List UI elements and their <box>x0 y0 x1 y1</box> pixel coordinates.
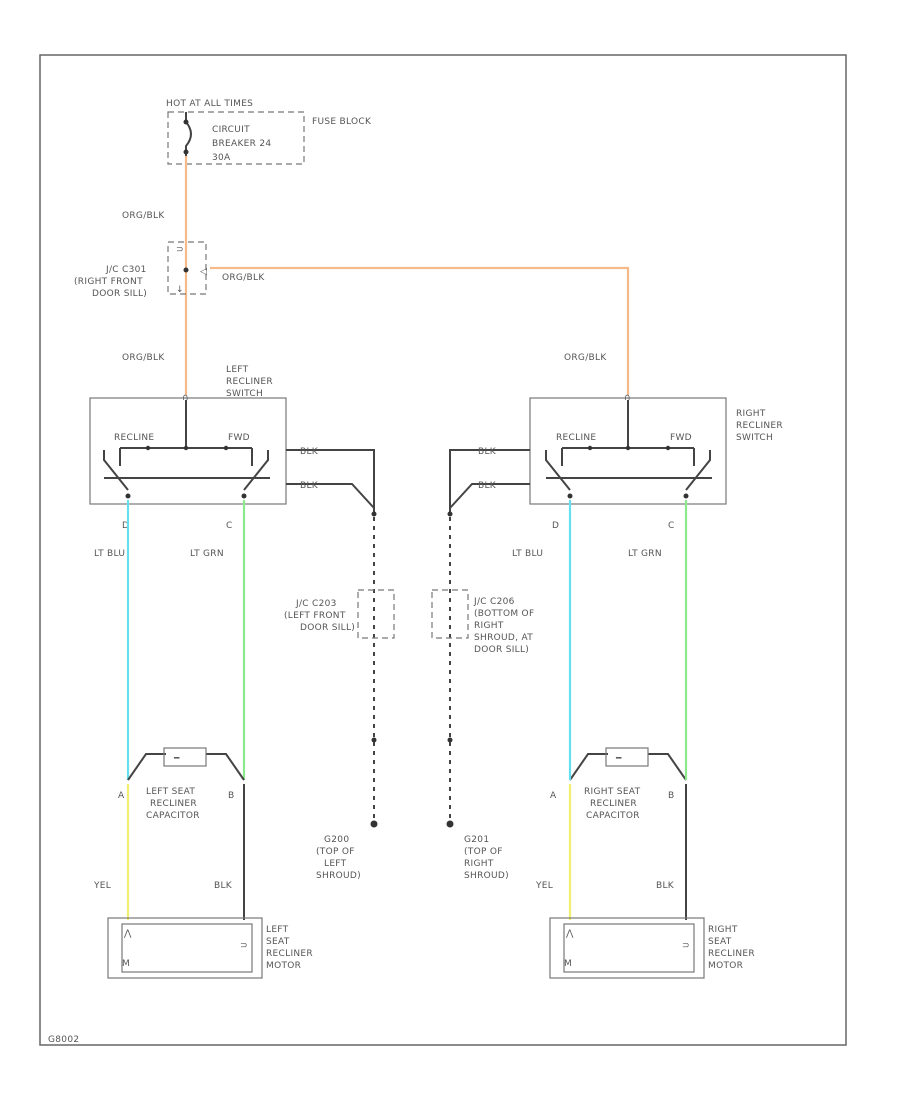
right-motor-label-3: RECLINER <box>708 949 755 959</box>
g200-label-2: (TOP OF <box>316 847 355 857</box>
left-lt-grn-label: LT GRN <box>190 549 224 559</box>
right-cap-pin-b: B <box>668 791 674 801</box>
diagram-frame <box>39 54 847 1046</box>
right-pin-d-label: D <box>552 521 559 531</box>
right-seat-recliner-motor <box>549 917 705 979</box>
right-lt-blu-label: LT BLU <box>512 549 543 559</box>
jc-left-front-outline <box>357 589 395 639</box>
left-capacitor-symbol <box>163 747 207 767</box>
hot-at-all-times-label: HOT AT ALL TIMES <box>166 99 253 109</box>
g201-label-4: SHROUD) <box>464 871 509 881</box>
left-switch-label-3: SWITCH <box>226 389 263 399</box>
svg-text:⊃: ⊃ <box>240 941 248 951</box>
jc-right-front-outline <box>167 241 207 295</box>
right-cap-pin-a: A <box>550 791 557 801</box>
right-switch-label-3: SWITCH <box>736 433 773 443</box>
left-switch-recline-label: RECLINE <box>114 433 154 443</box>
g200-label-4: SHROUD) <box>316 871 361 881</box>
right-motor-blk-label: BLK <box>656 881 675 891</box>
right-capacitor-label-3: CAPACITOR <box>586 811 640 821</box>
left-motor-label-1: LEFT <box>266 925 289 935</box>
svg-text:⊃: ⊃ <box>682 941 690 951</box>
org-blk-wire-cross <box>210 266 630 395</box>
g200-label-3: LEFT <box>324 859 347 869</box>
right-capacitor-label-2: RECLINER <box>590 799 637 809</box>
left-yel-label: YEL <box>93 881 111 891</box>
fuse-block-outline <box>167 111 305 165</box>
jc-right-front-label-2: (RIGHT FRONT <box>74 277 143 287</box>
left-cap-pin-b: B <box>228 791 234 801</box>
org-blk-label-horizontal: ORG/BLK <box>222 273 265 283</box>
svg-text:⊃: ⊃ <box>176 245 184 255</box>
right-switch-label-1: RIGHT <box>736 409 766 419</box>
splice-node-c301 <box>183 267 189 273</box>
left-switch-blk-label-1: BLK <box>300 447 319 457</box>
left-switch-label-1: LEFT <box>226 365 249 375</box>
right-capacitor-label-1: RIGHT SEAT <box>584 787 641 797</box>
left-motor-m: M <box>122 959 130 969</box>
right-yel-label: YEL <box>535 881 553 891</box>
left-switch-label-2: RECLINER <box>226 377 273 387</box>
g201-label-3: RIGHT <box>464 859 494 869</box>
left-switch-fwd-label: FWD <box>228 433 250 443</box>
svg-text:↓: ↓ <box>176 285 184 295</box>
right-lt-grn-label: LT GRN <box>628 549 662 559</box>
jc-bottom-right-label-5: DOOR SILL) <box>474 645 529 655</box>
left-motor-label-3: RECLINER <box>266 949 313 959</box>
jc-left-front-label-2: (LEFT FRONT <box>284 611 346 621</box>
svg-text:⋀: ⋀ <box>565 929 574 939</box>
circuit-breaker-symbol <box>185 112 192 156</box>
left-capacitor-label-1: LEFT SEAT <box>146 787 195 797</box>
jc-bottom-right-outline <box>431 589 469 639</box>
left-pin-d-label: D <box>122 521 129 531</box>
svg-text:∩: ∩ <box>182 393 189 403</box>
right-motor-m: M <box>564 959 572 969</box>
circuit-breaker-label-3: 30A <box>212 153 231 163</box>
svg-text:∩: ∩ <box>624 393 631 403</box>
right-pin-c-label: C <box>668 521 675 531</box>
right-motor-label-1: RIGHT <box>708 925 738 935</box>
jc-right-front-label-1: J/C C301 <box>105 265 147 275</box>
jc-left-front-label-3: DOOR SILL) <box>300 623 355 633</box>
left-seat-recliner-motor <box>107 917 263 979</box>
left-switch-blk-label-2: BLK <box>300 481 319 491</box>
left-motor-label-4: MOTOR <box>266 961 301 971</box>
left-cap-pin-a: A <box>118 791 125 801</box>
right-switch-blk-label-1: BLK <box>478 447 497 457</box>
right-switch-blk-label-2: BLK <box>478 481 497 491</box>
footer-code: G8002 <box>48 1035 79 1045</box>
g200-label-1: G200 <box>324 835 349 845</box>
org-blk-label-right: ORG/BLK <box>564 353 607 363</box>
circuit-breaker-label-2: BREAKER 24 <box>212 139 271 149</box>
left-motor-label-2: SEAT <box>266 937 290 947</box>
right-switch-recline-label: RECLINE <box>556 433 596 443</box>
svg-text:⋀: ⋀ <box>123 929 132 939</box>
right-capacitor-symbol <box>605 747 649 767</box>
jc-bottom-right-label-4: SHROUD, AT <box>474 633 533 643</box>
org-blk-label-top: ORG/BLK <box>122 211 165 221</box>
svg-text:━: ━ <box>615 754 622 764</box>
jc-bottom-right-label-2: (BOTTOM OF <box>474 609 534 619</box>
left-motor-blk-label: BLK <box>214 881 233 891</box>
fuse-block-label: FUSE BLOCK <box>312 117 372 127</box>
jc-right-front-label-3: DOOR SILL) <box>92 289 147 299</box>
svg-text:◁: ◁ <box>200 267 207 277</box>
jc-bottom-right-label-1: J/C C206 <box>473 597 515 607</box>
g201-label-1: G201 <box>464 835 489 845</box>
left-lt-blu-label: LT BLU <box>94 549 125 559</box>
jc-left-front-label-1: J/C C203 <box>295 599 337 609</box>
right-motor-label-4: MOTOR <box>708 961 743 971</box>
left-pin-c-label: C <box>226 521 233 531</box>
right-switch-fwd-label: FWD <box>670 433 692 443</box>
left-capacitor-label-2: RECLINER <box>150 799 197 809</box>
jc-bottom-right-label-3: RIGHT <box>474 621 504 631</box>
g201-label-2: (TOP OF <box>464 847 503 857</box>
right-switch-label-2: RECLINER <box>736 421 783 431</box>
svg-text:━: ━ <box>173 754 180 764</box>
right-motor-label-2: SEAT <box>708 937 732 947</box>
circuit-breaker-label-1: CIRCUIT <box>212 125 250 135</box>
org-blk-label-left: ORG/BLK <box>122 353 165 363</box>
left-capacitor-label-3: CAPACITOR <box>146 811 200 821</box>
